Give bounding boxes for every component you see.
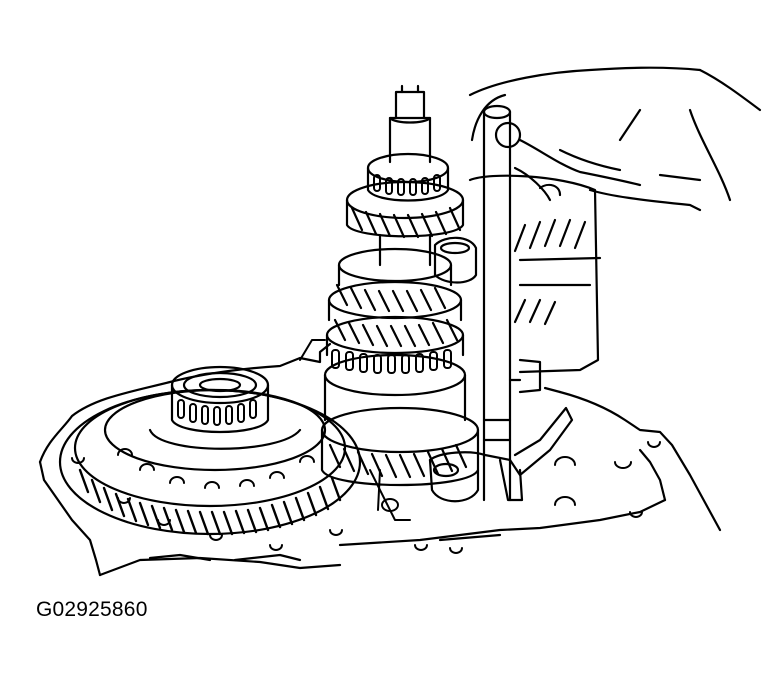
shift-fork-shaft [484, 106, 510, 500]
output-gear-stack [470, 176, 600, 372]
hand [470, 68, 760, 210]
transaxle-case [40, 344, 720, 575]
input-shaft [368, 86, 448, 201]
differential-bearing [150, 367, 300, 449]
differential-ring-gear [60, 390, 360, 534]
case-detail-lines [300, 340, 410, 520]
helical-gear-stack [322, 182, 478, 485]
figure-id-label: G02925860 [36, 598, 148, 621]
transaxle-illustration [0, 0, 777, 590]
shift-fork [430, 360, 572, 501]
